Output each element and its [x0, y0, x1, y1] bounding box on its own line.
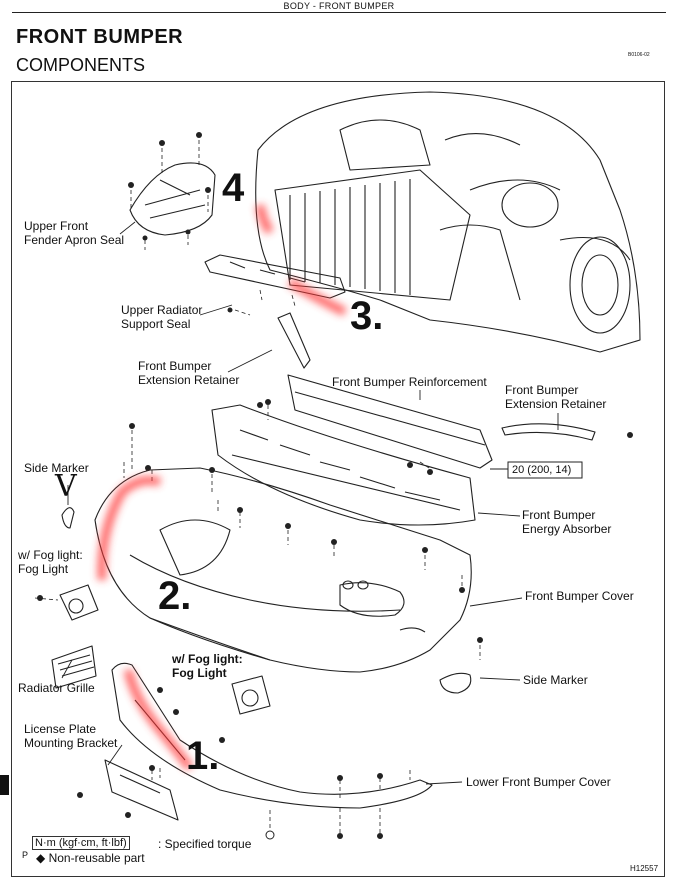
- radiator-support-seal: [204, 254, 346, 299]
- label-lower-bumper-cover: Lower Front Bumper Cover: [466, 775, 611, 789]
- legend-prefix: P: [22, 850, 29, 860]
- page-title: FRONT BUMPER: [16, 26, 184, 48]
- clip-icon: [265, 830, 275, 840]
- drawing-code: B0106-02: [628, 52, 650, 58]
- radiator-grille: [51, 645, 97, 689]
- extension-retainer-right: [501, 423, 596, 441]
- callout-4: 4: [222, 166, 245, 210]
- bumper-cover: [94, 467, 472, 673]
- legend-torque-units: N·m (kgf·cm, ft·lbf): [32, 836, 130, 850]
- label-side-marker-right: Side Marker: [523, 673, 588, 687]
- label-fog-light-right: w/ Fog light: Fog Light: [172, 652, 243, 680]
- callout-2: 2.: [158, 574, 192, 618]
- red-highlights: [97, 204, 347, 771]
- label-extension-retainer-left: Front Bumper Extension Retainer: [138, 359, 240, 387]
- legend-torque-desc: : Specified torque: [158, 837, 252, 851]
- fender-apron-seal: [129, 162, 216, 236]
- side-marker-right: [439, 672, 472, 694]
- label-upper-fender-apron-seal: Upper Front Fender Apron Seal: [24, 219, 125, 247]
- bumper-reinforcement: [287, 374, 493, 469]
- extension-retainer-left: [277, 312, 311, 369]
- label-torque-spec: 20 (200, 14): [512, 464, 572, 476]
- label-energy-absorber: Front Bumper Energy Absorber: [522, 508, 612, 536]
- label-side-marker-left: Side Marker: [24, 461, 89, 475]
- callout-v: V: [55, 469, 77, 504]
- edge-tab-marker: [0, 775, 9, 795]
- fog-light-left: [59, 584, 99, 621]
- label-radiator-grille: Radiator Grille: [18, 681, 95, 695]
- page-subtitle: COMPONENTS: [16, 55, 146, 75]
- fog-light-right: [231, 675, 271, 715]
- side-marker-left: [61, 507, 75, 529]
- callout-3: 3.: [350, 294, 384, 338]
- car-front-body: [255, 91, 641, 353]
- label-fog-light-left: w/ Fog light: Fog Light: [18, 548, 83, 576]
- energy-absorber: [211, 404, 476, 526]
- label-bumper-cover: Front Bumper Cover: [525, 589, 634, 603]
- label-upper-radiator-support-seal: Upper Radiator Support Seal: [121, 303, 203, 331]
- figure-id: H12557: [630, 864, 659, 873]
- label-license-bracket: License Plate Mounting Bracket: [24, 722, 118, 750]
- diagram-frame: [11, 81, 665, 877]
- callout-1: 1.: [186, 734, 220, 778]
- bolts: [37, 132, 633, 839]
- label-extension-retainer-right: Front Bumper Extension Retainer: [505, 383, 607, 411]
- running-head: BODY - FRONT BUMPER: [12, 0, 666, 13]
- label-pointers: [61, 221, 559, 785]
- license-plate-bracket: [104, 759, 179, 821]
- legend-non-reusable: ◆ Non-reusable part: [36, 851, 145, 865]
- torque-box: [507, 461, 583, 479]
- label-reinforcement: Front Bumper Reinforcement: [332, 375, 487, 389]
